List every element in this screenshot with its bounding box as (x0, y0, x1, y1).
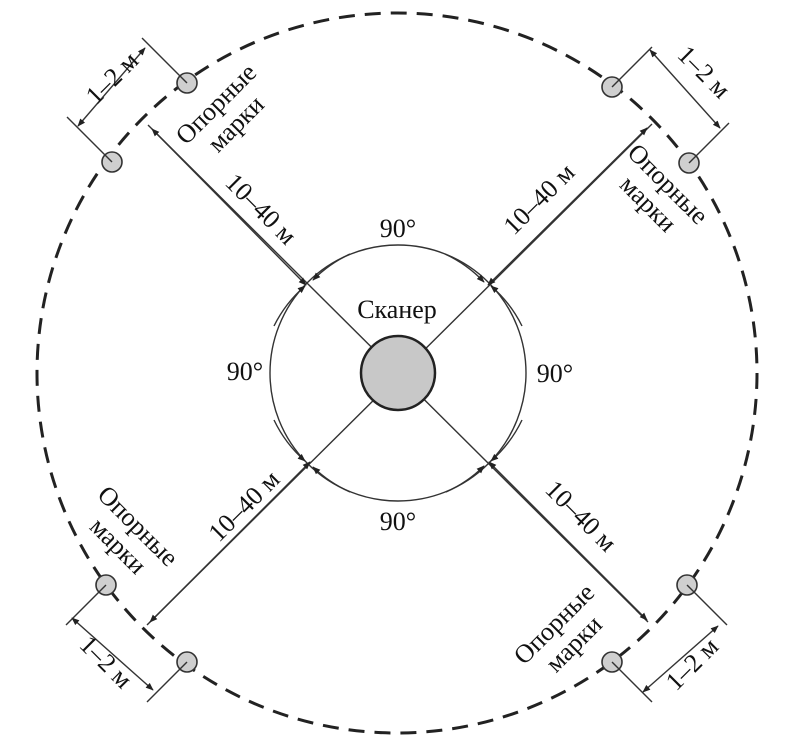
extension-line (65, 584, 107, 626)
distance-arrow-ne (487, 127, 648, 286)
angle-label-top: 90° (380, 214, 416, 243)
spacing-arrow-sw (71, 617, 154, 691)
angle-arrow-top-left (312, 253, 351, 281)
distance-arrow-se (488, 461, 648, 621)
extension-line (66, 116, 113, 163)
angle-arrow-left-top (273, 285, 306, 327)
extension-line (611, 661, 653, 703)
distance-arrow-nw (151, 128, 307, 286)
distance-label-ne: 10–40 м (498, 158, 581, 241)
angle-arrow-top-right (444, 253, 485, 283)
reference-label-sw: Опорные марки (84, 480, 184, 580)
scanner-circle (359, 334, 437, 412)
angle-arrow-right-bottom (490, 419, 523, 462)
angle-label-right: 90° (537, 359, 573, 388)
spacing-label-sw: 1–2 м (74, 630, 138, 694)
spacing-arrow-nw (77, 47, 146, 127)
spacing-label-ne: 1–2 м (672, 40, 736, 104)
spacing-label-se: 1–2 м (660, 632, 724, 696)
extension-line (141, 37, 188, 84)
extension-line (686, 584, 728, 626)
extension-line (611, 46, 653, 88)
angle-arrow-left-bottom (273, 419, 306, 462)
spacing-label-nw: 1–2 м (80, 46, 144, 110)
extension-line (146, 661, 188, 703)
scanner-label: Сканер (357, 295, 437, 324)
extension-line (688, 122, 730, 164)
angle-arrow-bottom-left (312, 466, 351, 493)
survey-boundary-circle (35, 11, 759, 735)
angle-circle (269, 244, 527, 502)
angle-arrow-bottom-right (445, 465, 485, 493)
reference-label-se: Опорные марки (508, 578, 608, 678)
spacing-arrow-ne (649, 49, 721, 129)
distance-label-sw: 10–40 м (203, 465, 286, 548)
angle-label-bottom: 90° (380, 507, 416, 536)
distance-arrow-sw (149, 461, 311, 623)
angle-label-left: 90° (227, 357, 263, 386)
angle-arrow-right-top (490, 285, 523, 327)
distance-label-se: 10–40 м (540, 475, 623, 558)
spacing-arrow-se (642, 625, 719, 693)
